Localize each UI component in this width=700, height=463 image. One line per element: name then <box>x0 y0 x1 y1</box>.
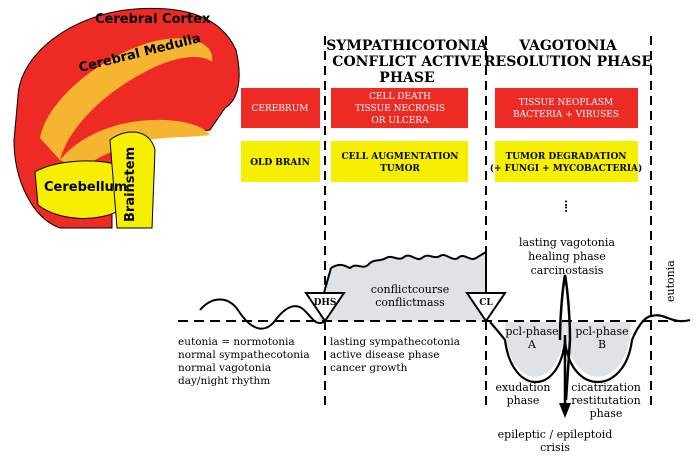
box-cell-death-3: OR ULCERA <box>371 116 429 126</box>
continuation-dots-top: : <box>564 196 568 209</box>
lasting-vago-2: healing phase <box>528 250 606 263</box>
continuation-dots: : <box>564 202 568 215</box>
cerebral-cortex-label: Cerebral Cortex <box>95 12 211 27</box>
crisis-arrow-head <box>559 403 571 418</box>
box-old-brain <box>241 141 320 182</box>
tissue-boxes: CEREBRUM CELL DEATH TISSUE NECROSIS OR U… <box>241 88 642 182</box>
header-sympath-1: SYMPATHICOTONIA <box>326 38 489 54</box>
lasting-vago-1: lasting vagotonia <box>519 236 615 249</box>
box-cell-death-2: TISSUE NECROSIS <box>355 104 445 114</box>
conflict-active-area <box>318 252 486 321</box>
pcl-b-label-2: B <box>598 338 606 351</box>
dhs-label: DHS <box>314 298 337 308</box>
pcl-a-bowl-curve <box>489 321 567 383</box>
phase-dividers <box>324 36 652 410</box>
header-vago-1: VAGOTONIA <box>518 38 618 54</box>
epileptic-label-1: epileptic / epileptoid <box>498 428 613 441</box>
box-degradation-2: (+ FUNGI + MYCOBACTERIA) <box>490 163 643 174</box>
box-degradation-1: TUMOR DEGRADATION <box>505 152 626 162</box>
header-vago-2: RESOLUTION PHASE <box>484 54 652 70</box>
cicatrization-label-1: cicatrization <box>571 381 641 394</box>
left-note-4: day/night rhythm <box>178 375 270 387</box>
box-old-brain-text: OLD BRAIN <box>250 158 310 168</box>
mid-note-1: lasting sympathecotonia <box>330 336 460 348</box>
epileptic-spike <box>558 274 572 401</box>
box-degradation <box>495 141 638 182</box>
brainstem-shape <box>109 131 156 229</box>
pcl-a-label-1: pcl-phase <box>505 325 558 338</box>
pcl-b-label-1: pcl-phase <box>575 325 628 338</box>
epileptic-label-2: crisis <box>540 441 570 454</box>
box-cerebrum-text: CEREBRUM <box>252 104 309 114</box>
cl-triangle <box>465 292 507 323</box>
lasting-vago-3: carcinostasis <box>531 264 604 277</box>
conflict-mass-label: conflictmass <box>375 296 445 309</box>
exudation-label-1: exudation <box>495 381 550 394</box>
box-cell-death-1: CELL DEATH <box>369 92 431 102</box>
left-note-1: eutonia = normotonia <box>178 336 295 348</box>
mid-notes: lasting sympathecotonia active disease p… <box>330 336 460 374</box>
left-note-2: normal sympathecotonia <box>178 349 310 361</box>
pcl-b-bowl-curve <box>563 314 691 383</box>
phase-headers: SYMPATHICOTONIA CONFLICT ACTIVE PHASE VA… <box>326 38 652 86</box>
cerebral-medulla-band <box>40 38 213 160</box>
pcl-b-bowl-fill <box>565 322 631 377</box>
brain-illustration: Cerebral Cortex Cerebral Medulla Cerebel… <box>13 7 240 229</box>
box-neoplasm-1: TISSUE NEOPLASM <box>519 98 613 108</box>
box-neoplasm <box>495 88 638 128</box>
box-augmentation-1: CELL AUGMENTATION <box>341 152 458 162</box>
cl-label: CL <box>479 298 493 308</box>
box-cerebrum <box>241 88 320 128</box>
exudation-label-2: phase <box>507 394 540 407</box>
left-note-3: normal vagotonia <box>178 362 271 374</box>
box-augmentation-2: TUMOR <box>380 164 420 174</box>
cicatrization-label-2: restitutation <box>571 394 640 407</box>
brainstem-label: Brainstem <box>123 147 138 222</box>
box-cell-death <box>331 88 468 128</box>
pcl-a-bowl-fill <box>505 322 565 377</box>
eutonia-right-label: eutonia <box>664 260 677 302</box>
conflict-active-curve <box>330 251 487 270</box>
cerebellum-label: Cerebellum <box>44 180 127 195</box>
box-augmentation <box>331 141 468 182</box>
mid-note-3: cancer growth <box>330 362 408 374</box>
dhs-triangle <box>304 292 346 323</box>
box-neoplasm-2: BACTERIA + VIRUSES <box>513 110 619 120</box>
lower-medulla-band <box>60 119 210 170</box>
header-sympath-3: PHASE <box>379 70 434 86</box>
pcl-a-label-2: A <box>527 338 537 351</box>
left-notes: eutonia = normotonia normal sympathecoto… <box>178 336 310 387</box>
cicatrization-label-3: phase <box>590 407 623 420</box>
conflict-course-label: conflictcourse <box>371 283 450 296</box>
mid-note-2: active disease phase <box>330 349 439 361</box>
header-sympath-2: CONFLICT ACTIVE <box>332 54 481 70</box>
normal-rhythm-wave <box>199 298 325 330</box>
